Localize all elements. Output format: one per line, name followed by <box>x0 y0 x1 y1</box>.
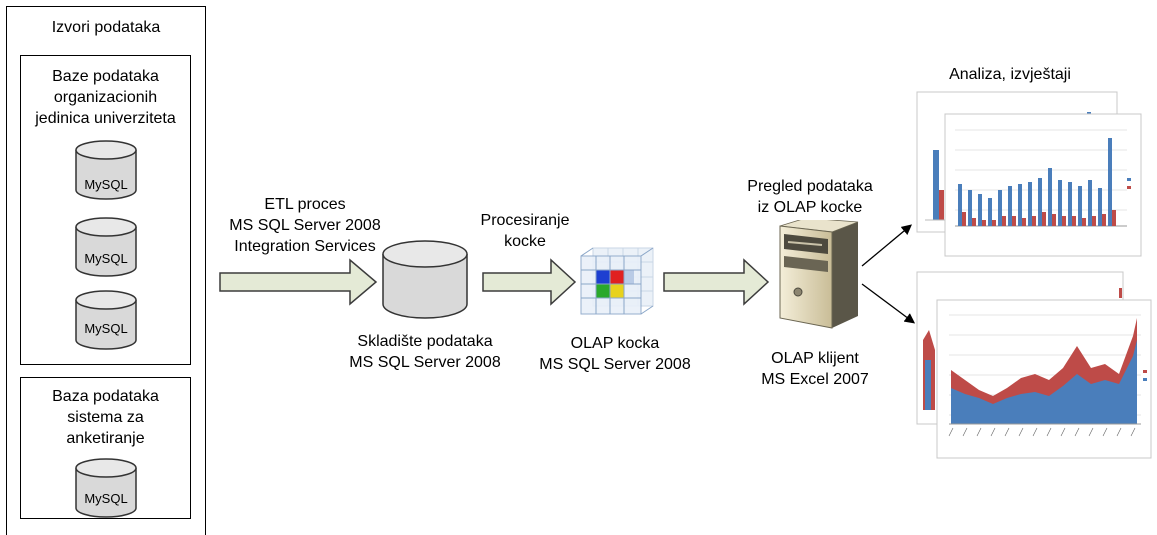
etl-label-1: ETL proces <box>264 196 346 213</box>
mysql-database-icon: MySQL <box>75 290 137 350</box>
university-db-label-1: Baze podataka <box>52 68 159 85</box>
olap-client-label-1: OLAP klijent <box>771 350 859 367</box>
olap-cube-label-2: MS SQL Server 2008 <box>539 356 691 373</box>
preview-label-1: Pregled podataka <box>747 178 873 195</box>
survey-db-label-1: Baza podataka <box>52 388 159 405</box>
university-db-label-2: organizacionih <box>53 89 158 106</box>
area-chart-report-thumbnail <box>916 271 1152 459</box>
mysql-label: MySQL <box>84 491 127 506</box>
mysql-label: MySQL <box>84 177 127 192</box>
etl-arrow <box>219 258 378 306</box>
mysql-label: MySQL <box>84 251 127 266</box>
etl-label-3: Integration Services <box>234 238 376 255</box>
bar-chart-report-thumbnail <box>916 91 1142 257</box>
mysql-database-icon: MySQL <box>75 458 137 518</box>
processing-arrow <box>482 258 577 306</box>
etl-label-2: MS SQL Server 2008 <box>229 217 381 234</box>
olap-client-label-2: MS Excel 2007 <box>761 371 869 388</box>
mysql-database-icon: MySQL <box>75 217 137 277</box>
survey-db-label-2: sistema za <box>67 409 144 426</box>
data-warehouse-icon <box>382 240 468 319</box>
analysis-title: Analiza, izvještaji <box>949 66 1071 83</box>
university-db-label-3: jedinica univerziteta <box>35 110 176 127</box>
olap-cube-label-1: OLAP kocka <box>570 335 660 352</box>
data-sources-title: Izvori podataka <box>51 19 161 36</box>
preview-arrow <box>663 258 770 306</box>
mysql-label: MySQL <box>84 321 127 336</box>
report-connector-arrows <box>861 224 916 324</box>
warehouse-label-1: Skladište podataka <box>357 333 493 350</box>
processing-label-1: Procesiranje <box>480 212 570 229</box>
mysql-database-icon: MySQL <box>75 140 137 200</box>
preview-label-2: iz OLAP kocke <box>757 199 863 216</box>
survey-db-label-3: anketiranje <box>66 430 145 447</box>
processing-label-2: kocke <box>504 233 546 250</box>
warehouse-label-2: MS SQL Server 2008 <box>349 354 501 371</box>
server-icon <box>779 220 859 329</box>
olap-cube-icon <box>580 247 654 315</box>
